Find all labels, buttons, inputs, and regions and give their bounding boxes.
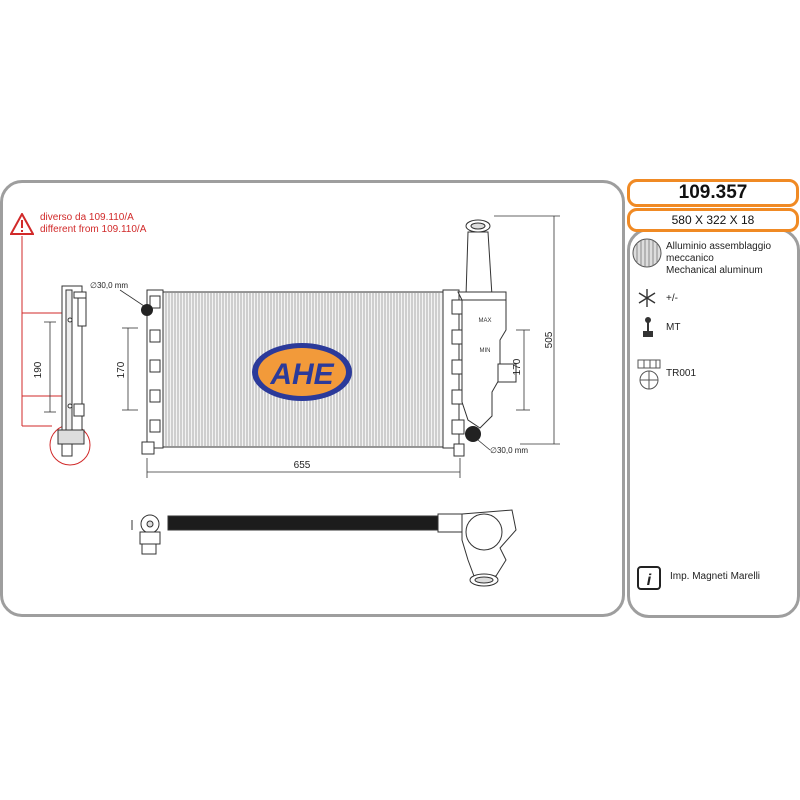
right-tank <box>442 289 465 457</box>
material-it-2: meccanico <box>666 253 714 264</box>
material-en: Mechanical aluminum <box>666 265 763 276</box>
part-number: 109.357 <box>627 179 799 207</box>
info-panel <box>627 228 800 618</box>
tank-max: MAX <box>478 318 491 324</box>
left-tank <box>141 289 164 455</box>
ahe-logo: AHE <box>252 343 352 401</box>
side-view <box>57 285 87 457</box>
tank-min: MIN <box>480 348 491 354</box>
oem-label: Imp. Magneti Marelli <box>670 571 761 582</box>
warning-icon <box>9 211 35 235</box>
svg-text:i: i <box>647 572 652 589</box>
warning-text-it: diverso da 109.110/A <box>40 212 134 223</box>
radiator-drawing: 190 ∅30,0 mm 170 MAX MIN <box>21 215 560 587</box>
ac-label: +/- <box>666 293 678 304</box>
fitting-label: TR001 <box>666 368 697 379</box>
dim-height-right: 505 <box>544 331 555 348</box>
top-view <box>131 509 517 587</box>
aluminum-icon <box>632 238 662 268</box>
gearstick-icon <box>640 316 656 338</box>
fitting-icon <box>636 358 662 390</box>
pipe-dia-top: ∅30,0 mm <box>90 281 128 290</box>
dim-right-170: 170 <box>512 358 523 375</box>
material-it-1: Alluminio assemblaggio <box>666 241 772 252</box>
dim-width: 655 <box>294 460 311 471</box>
expansion-tank <box>457 219 517 429</box>
dim-left-170: 170 <box>116 361 127 378</box>
bottom-outlet <box>465 426 481 442</box>
transmission-label: MT <box>666 322 681 333</box>
warning-text-en: different from 109.110/A <box>40 224 147 235</box>
snowflake-icon <box>637 288 657 308</box>
top-inlet <box>141 304 153 316</box>
dimensions-label: 580 X 322 X 18 <box>627 208 799 232</box>
pipe-dia-bottom: ∅30,0 mm <box>490 446 528 455</box>
dim-side-height: 190 <box>33 361 44 378</box>
info-icon: i <box>637 566 661 590</box>
svg-text:AHE: AHE <box>269 358 334 391</box>
